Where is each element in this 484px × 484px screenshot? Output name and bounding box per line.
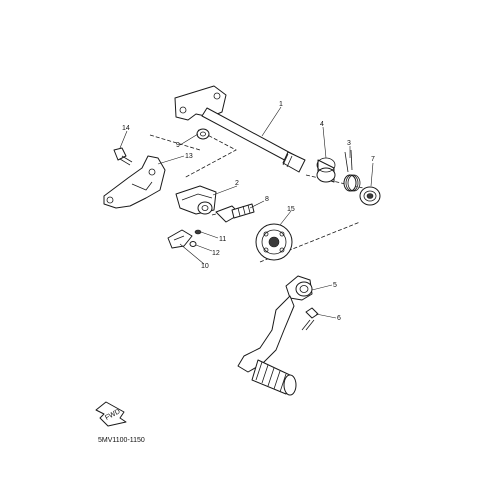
callout-4: 4 bbox=[320, 121, 324, 128]
callout-1: 1 bbox=[279, 101, 283, 108]
washer-part bbox=[196, 128, 210, 140]
segment-bolt-part bbox=[215, 203, 255, 223]
shift-lever-part bbox=[175, 185, 217, 215]
shift-shaft-part bbox=[174, 85, 306, 173]
shift-pedal-part bbox=[237, 275, 313, 396]
torsion-spring-part bbox=[343, 149, 361, 192]
assembly-guide-lines bbox=[149, 129, 373, 263]
callout-labels: 1 2 3 4 5 6 7 8 9 10 11 12 13 14 15 bbox=[122, 101, 375, 322]
pedal-bolt-part bbox=[301, 307, 319, 331]
callout-8: 8 bbox=[265, 196, 269, 203]
callout-14: 14 bbox=[122, 125, 130, 132]
callout-6: 6 bbox=[337, 315, 341, 322]
oil-seal-part bbox=[359, 186, 381, 206]
callout-2: 2 bbox=[235, 180, 239, 187]
callout-5: 5 bbox=[333, 282, 337, 289]
front-direction-arrow: FWD bbox=[95, 401, 127, 427]
bolt-part bbox=[113, 147, 133, 166]
callout-10: 10 bbox=[201, 263, 209, 270]
collar-part bbox=[316, 157, 336, 183]
roller-part bbox=[189, 241, 197, 247]
callout-15: 15 bbox=[287, 206, 295, 213]
shift-guide-part bbox=[103, 155, 166, 209]
shift-cam-segment-part bbox=[255, 223, 293, 261]
shift-pawl-part bbox=[167, 229, 193, 249]
leader-lines bbox=[119, 106, 374, 319]
pin-part bbox=[194, 229, 202, 235]
callout-3: 3 bbox=[347, 140, 351, 147]
callout-7: 7 bbox=[371, 156, 375, 163]
callout-13: 13 bbox=[185, 153, 193, 160]
callout-11: 11 bbox=[219, 236, 226, 243]
part-code-label: 5MV1100-1150 bbox=[98, 437, 145, 444]
callout-9: 9 bbox=[176, 142, 180, 149]
callout-12: 12 bbox=[212, 250, 220, 257]
